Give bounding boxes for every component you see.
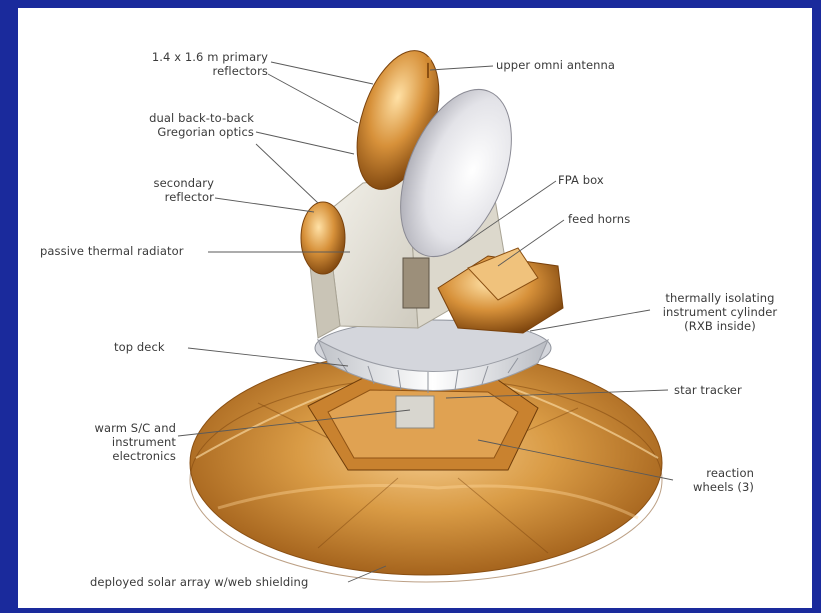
leader-feed-horns [498,220,564,266]
label-primary-reflectors: 1.4 x 1.6 m primary reflectors [126,50,268,78]
leader-gregorian-2 [256,144,318,203]
leader-primary-reflectors-2 [268,74,358,123]
label-reaction-wheels: reaction wheels (3) [658,466,754,494]
omni-antenna-tip [425,57,431,63]
label-instrument-cylinder-line2: instrument cylinder [650,305,790,319]
label-top-deck-line1: top deck [114,340,165,354]
label-warm-electronics-line2: instrument [38,435,176,449]
label-warm-electronics-line3: electronics [38,449,176,463]
label-fpa-box-line1: FPA box [558,173,604,187]
label-fpa-box: FPA box [558,173,604,187]
label-feed-horns: feed horns [568,212,630,226]
label-instrument-cylinder-line1: thermally isolating [650,291,790,305]
label-upper-omni-antenna-line1: upper omni antenna [496,58,615,72]
label-primary-reflectors-line2: reflectors [126,64,268,78]
label-warm-electronics-line1: warm S/C and [38,421,176,435]
label-solar-array-line1: deployed solar array w/web shielding [90,575,308,589]
leader-secondary [215,198,314,212]
label-gregorian-optics-line1: dual back-to-back [118,111,254,125]
label-feed-horns-line1: feed horns [568,212,630,226]
label-secondary-reflector-line1: secondary [128,176,214,190]
diagram-canvas: 1.4 x 1.6 m primary reflectors upper omn… [18,8,812,608]
label-primary-reflectors-line1: 1.4 x 1.6 m primary [126,50,268,64]
label-passive-thermal-radiator: passive thermal radiator [40,244,184,258]
label-passive-thermal-radiator-line1: passive thermal radiator [40,244,184,258]
label-star-tracker: star tracker [674,383,742,397]
label-solar-array: deployed solar array w/web shielding [90,575,308,589]
label-instrument-cylinder: thermally isolating instrument cylinder … [650,291,790,333]
leader-primary-reflectors [271,62,373,84]
label-gregorian-optics-line2: Gregorian optics [118,125,254,139]
leader-omni-antenna [430,66,493,70]
label-secondary-reflector: secondary reflector [128,176,214,204]
spacecraft-bus [308,378,538,470]
leader-gregorian [256,132,354,154]
label-upper-omni-antenna: upper omni antenna [496,58,615,72]
label-star-tracker-line1: star tracker [674,383,742,397]
label-secondary-reflector-line2: reflector [128,190,214,204]
label-top-deck: top deck [114,340,165,354]
label-gregorian-optics: dual back-to-back Gregorian optics [118,111,254,139]
label-reaction-wheels-line2: wheels (3) [658,480,754,494]
label-reaction-wheels-line1: reaction [658,466,754,480]
label-warm-electronics: warm S/C and instrument electronics [38,421,176,463]
label-instrument-cylinder-line3: (RXB inside) [650,319,790,333]
